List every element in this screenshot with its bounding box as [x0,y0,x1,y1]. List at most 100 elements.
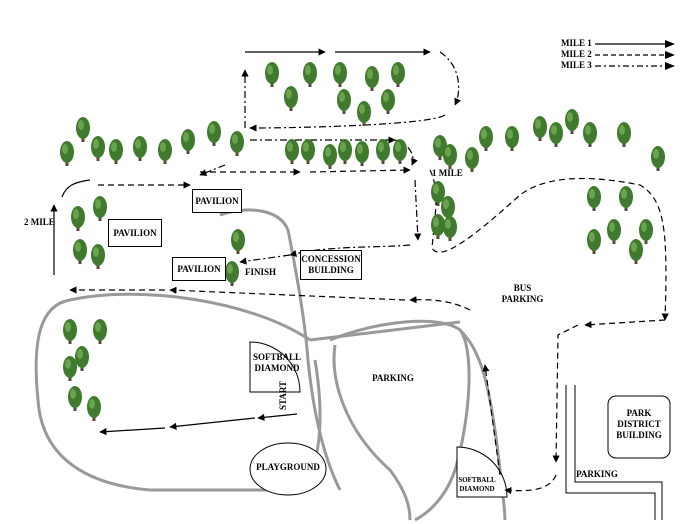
tree-icon [376,139,390,164]
tree-icon [443,216,457,241]
tree-icon [93,196,107,221]
tree-icon [565,109,579,134]
playground-area [249,442,327,496]
tree-icon [365,66,379,91]
tree-icon [91,136,105,161]
tree-icon [505,126,519,151]
tree-icon [87,396,101,421]
tree-icon [109,139,123,164]
legend-solid-arrow-icon [595,40,675,48]
walkway-parking-outline [329,319,471,522]
finish-marker: FINISH [245,267,277,277]
softball-upper-line2: DIAMOND [254,363,300,373]
tree-icon [133,136,147,161]
tree-icon [230,131,244,156]
tree-icon [285,139,299,164]
concession-label-line2: BUILDING [308,265,354,275]
route-mile-1 [50,48,431,436]
park-district-building-label: PARK DISTRICT BUILDING [608,408,670,441]
pavilion-top-label: PAVILION [195,195,239,206]
tree-icon [651,146,665,171]
tree-icon [68,386,82,411]
legend-mile-1-label: MILE 1 [561,38,592,48]
tree-icon [265,62,279,87]
softball-diamond-lower [456,446,508,498]
park-district-building [607,395,671,459]
tree-icon [617,122,631,147]
tree-icon [60,141,74,166]
tree-icon [549,122,563,147]
legend-mile-2-label: MILE 2 [561,49,592,59]
legend-mile-2: MILE 2 [561,49,675,60]
tree-icon [231,229,245,254]
tree-icon [93,319,107,344]
tree-icon [338,139,352,164]
bus-parking-line2: PARKING [501,294,544,304]
walkway-right-edge [458,328,507,521]
tree-icon [629,239,643,264]
tree-icon [76,117,90,142]
tree-icon [391,62,405,87]
tree-icon [443,144,457,169]
softball-diamond-upper [249,341,301,393]
tree-icon [607,219,621,244]
tree-icon [303,62,317,87]
tree-icon [284,86,298,111]
tree-icon [431,181,445,206]
walkway-center [219,208,342,491]
tree-icon [333,62,347,87]
concession-label-line1: CONCESSION [301,254,361,264]
right-parking-lot [565,385,663,520]
tree-icon [479,126,493,151]
pavilion-top: PAVILION [192,189,242,213]
tree-icon [181,129,195,154]
walkway-top-connector [309,320,461,342]
tree-icon [71,206,85,231]
bus-parking-line1: BUS [513,283,532,293]
softball-lower-label: SOFTBALL DIAMOND [452,476,502,494]
tree-icon [355,141,369,166]
tree-icon [393,139,407,164]
concession-building: CONCESSION BUILDING [300,250,362,280]
tree-icon [465,147,479,172]
pavilion-left: PAVILION [108,219,162,247]
legend-dashed-arrow-icon [595,51,675,59]
pavilion-finish-label: PAVILION [177,263,221,274]
softball-lower-line1: SOFTBALL [458,476,496,484]
tree-icon [301,139,315,164]
tree-icon [323,144,337,169]
legend: MILE 1 MILE 2 MILE 3 [561,38,675,71]
tree-icon [431,214,445,239]
legend-dashdot-arrow-icon [595,62,675,70]
tree-icon [63,356,77,381]
tree-icon [619,186,633,211]
walkway-parking-inner [332,344,412,521]
tree-icon [587,186,601,211]
tree-icon [587,229,601,254]
softball-upper-label: SOFTBALL DIAMOND [252,352,302,374]
legend-mile-3: MILE 3 [561,60,675,71]
park-district-label-line1: PARK [626,408,652,418]
park-district-label-line3: BUILDING [616,430,662,440]
one-mile-marker: 1 MILE [432,168,463,178]
park-district-label-line2: DISTRICT [617,419,661,429]
legend-mile-1: MILE 1 [561,38,675,49]
start-marker: START [278,380,288,410]
tree-icon [207,121,221,146]
parking-center-label: PARKING [372,373,414,383]
tree-icon [639,219,653,244]
legend-mile-3-label: MILE 3 [561,60,592,70]
tree-icon [225,261,239,286]
tree-icon [158,139,172,164]
tree-icon [63,319,77,344]
tree-icon [533,116,547,141]
parking-right-label: PARKING [576,469,618,479]
pavilion-left-label: PAVILION [113,227,157,238]
tree-icon [381,89,395,114]
softball-upper-line1: SOFTBALL [252,352,301,362]
trees [60,62,665,421]
tree-icon [73,239,87,264]
tree-icon [91,244,105,269]
tree-icon [583,122,597,147]
